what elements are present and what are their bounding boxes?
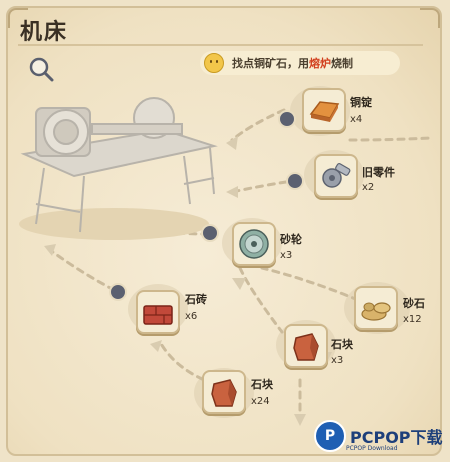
gravel-icon[interactable] [354, 286, 398, 330]
smiley-icon [204, 53, 224, 73]
hint-text-highlight: 熔炉 [309, 57, 331, 70]
item-name: 砂轮 [280, 233, 302, 246]
item-quantity: x4 [350, 114, 363, 125]
item-name: 石砖 [185, 293, 207, 306]
recipe-node-marker[interactable] [201, 224, 219, 242]
frame-corner [8, 8, 28, 28]
watermark: P PCPOP下载 PCPOP Download [314, 420, 443, 452]
magnifier-icon[interactable] [28, 56, 54, 82]
stone-brick-icon[interactable] [136, 290, 180, 334]
item-quantity: x3 [331, 355, 344, 366]
recipe-node-marker[interactable] [278, 110, 296, 128]
item-name: 旧零件 [362, 166, 395, 179]
recipe-node-marker[interactable] [286, 172, 304, 190]
item-quantity: x2 [362, 182, 375, 193]
item-name: 铜锭 [350, 96, 372, 109]
hint-text-suffix: 烧制 [331, 57, 353, 70]
hint-banner: 找点铜矿石，用 熔炉 烧制 [200, 51, 400, 75]
hint-text-prefix: 找点铜矿石，用 [232, 57, 309, 70]
lathe-machine-icon [19, 97, 218, 240]
title-divider [18, 44, 423, 46]
frame-corner [420, 8, 440, 28]
item-name: 石块 [331, 338, 353, 351]
item-quantity: x12 [403, 314, 422, 325]
item-quantity: x6 [185, 311, 198, 322]
item-name: 砂石 [403, 297, 425, 310]
watermark-text: PCPOP下载 [350, 428, 443, 447]
grinding-wheel-icon[interactable] [232, 222, 276, 266]
item-quantity: x24 [251, 396, 270, 407]
copper-ingot-icon[interactable] [302, 88, 346, 132]
item-name: 石块 [251, 378, 273, 391]
old-parts-icon[interactable] [314, 154, 358, 198]
watermark-logo-icon: P [314, 420, 346, 452]
stone-block-icon[interactable] [202, 370, 246, 414]
page-title: 机床 [20, 20, 69, 45]
watermark-subtext: PCPOP Download [346, 445, 398, 452]
recipe-node-marker[interactable] [109, 283, 127, 301]
stone-block-icon[interactable] [284, 324, 328, 368]
item-quantity: x3 [280, 250, 293, 261]
